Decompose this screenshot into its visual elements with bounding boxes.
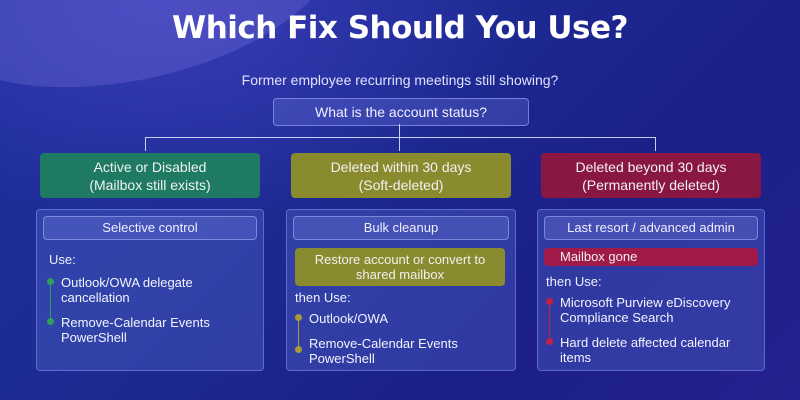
fix-list: Outlook/OWA Remove-Calendar Events Power… [295,311,515,366]
list-item: Microsoft Purview eDiscovery Compliance … [546,295,764,325]
panel-selective-control: Selective control Use: Outlook/OWA deleg… [36,209,264,371]
category-subtitle: (Soft-deleted) [358,177,444,193]
bullet-dot-icon [295,346,302,353]
bullet-dot-icon [47,318,54,325]
fix-list: Outlook/OWA delegate cancellation Remove… [47,275,263,345]
bullet-dot-icon [295,314,302,321]
bullet-dot-icon [546,298,553,305]
timeline-line [50,281,51,319]
category-title: Deleted within 30 days [330,159,472,175]
use-label: then Use: [546,274,602,289]
list-item: Hard delete affected calendar items [546,335,764,365]
callout-restore: Restore account or convert to shared mai… [295,248,505,286]
category-soft-deleted: Deleted within 30 days (Soft-deleted) [291,153,511,198]
category-subtitle: (Mailbox still exists) [89,177,211,193]
panel-bulk-cleanup: Bulk cleanup Restore account or convert … [286,209,516,371]
use-label: then Use: [295,290,351,305]
panel-header: Last resort / advanced admin [544,216,758,240]
category-permanently-deleted: Deleted beyond 30 days (Permanently dele… [541,153,761,198]
connector-right [655,137,656,151]
bullet-dot-icon [47,278,54,285]
timeline-line [549,301,550,341]
connector-horizontal [145,137,655,138]
panel-header: Bulk cleanup [293,216,509,240]
status-question-box: What is the account status? [273,98,529,126]
category-title: Active or Disabled [93,159,207,175]
root-question: Former employee recurring meetings still… [241,72,559,88]
list-item: Remove-Calendar Events PowerShell [295,336,515,366]
connector-center [399,137,400,151]
timeline-line [298,317,299,351]
panel-last-resort: Last resort / advanced admin Mailbox gon… [537,209,765,371]
category-subtitle: (Permanently deleted) [582,177,720,193]
use-label: Use: [49,252,76,267]
panel-header: Selective control [43,216,257,240]
category-active-disabled: Active or Disabled (Mailbox still exists… [40,153,260,198]
list-item: Outlook/OWA delegate cancellation [47,275,263,305]
connector-left [145,137,146,151]
bullet-dot-icon [546,338,553,345]
fix-list: Microsoft Purview eDiscovery Compliance … [546,295,764,365]
callout-mailbox-gone: Mailbox gone [544,248,758,266]
list-item: Outlook/OWA [295,311,515,326]
category-title: Deleted beyond 30 days [575,159,727,175]
page-title: Which Fix Should You Use? [172,10,628,46]
connector-vertical-root [399,124,400,137]
list-item: Remove-Calendar Events PowerShell [47,315,263,345]
